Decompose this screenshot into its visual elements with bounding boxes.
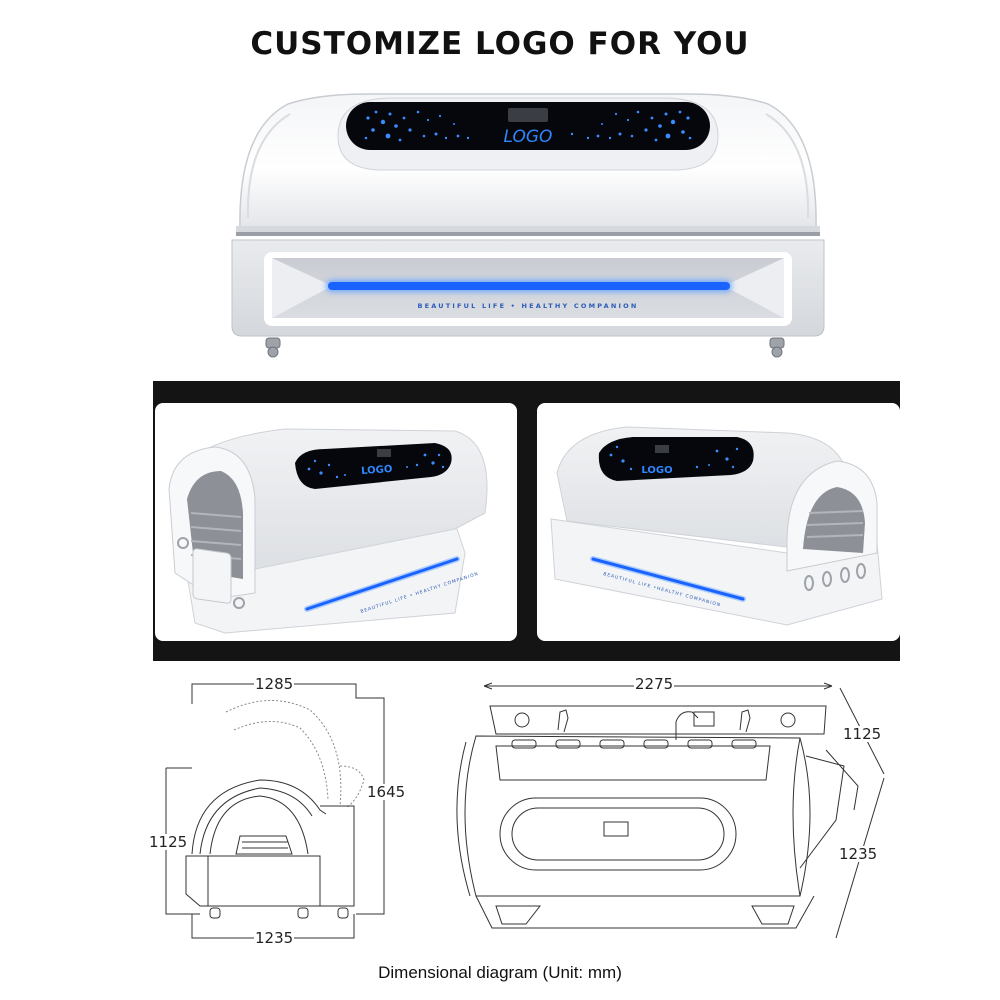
side-view-drawing: 1285 1645 1125 1235: [148, 670, 420, 950]
hero-slogan: BEAUTIFUL LIFE • HEALTHY COMPANION: [417, 302, 638, 310]
hero-logo-text: LOGO: [504, 127, 553, 147]
dim-height: 1235: [838, 845, 879, 863]
perspective-view-drawing: 2275 1125 1235: [440, 670, 900, 950]
page-title: CUSTOMIZE LOGO FOR YOU: [250, 26, 750, 62]
gallery-photo-front-left: LOGO BEAUTIFUL LIFE • HEALTHY COMPANION: [155, 403, 517, 641]
hero-product-image: LOGO BEAUTIFUL LIFE • HEALTHY COMPANION: [228, 90, 828, 360]
photo2-logo-text: LOGO: [641, 465, 672, 476]
dim-length: 2275: [634, 675, 675, 693]
dim-depth: 1125: [842, 725, 883, 743]
product-gallery: LOGO BEAUTIFUL LIFE • HEALTHY COMPANION: [153, 381, 900, 661]
gallery-photo-rear-right: LOGO BEAUTIFUL LIFE •HEALTHY COMPANION: [537, 403, 900, 641]
diagram-caption: Dimensional diagram (Unit: mm): [378, 963, 622, 982]
dim-side-width-top: 1285: [254, 675, 295, 693]
dim-side-height-closed: 1125: [148, 833, 189, 851]
dim-side-height-open: 1645: [366, 783, 407, 801]
dim-side-width-bottom: 1235: [254, 929, 295, 947]
photo1-logo-text: LOGO: [361, 464, 393, 477]
